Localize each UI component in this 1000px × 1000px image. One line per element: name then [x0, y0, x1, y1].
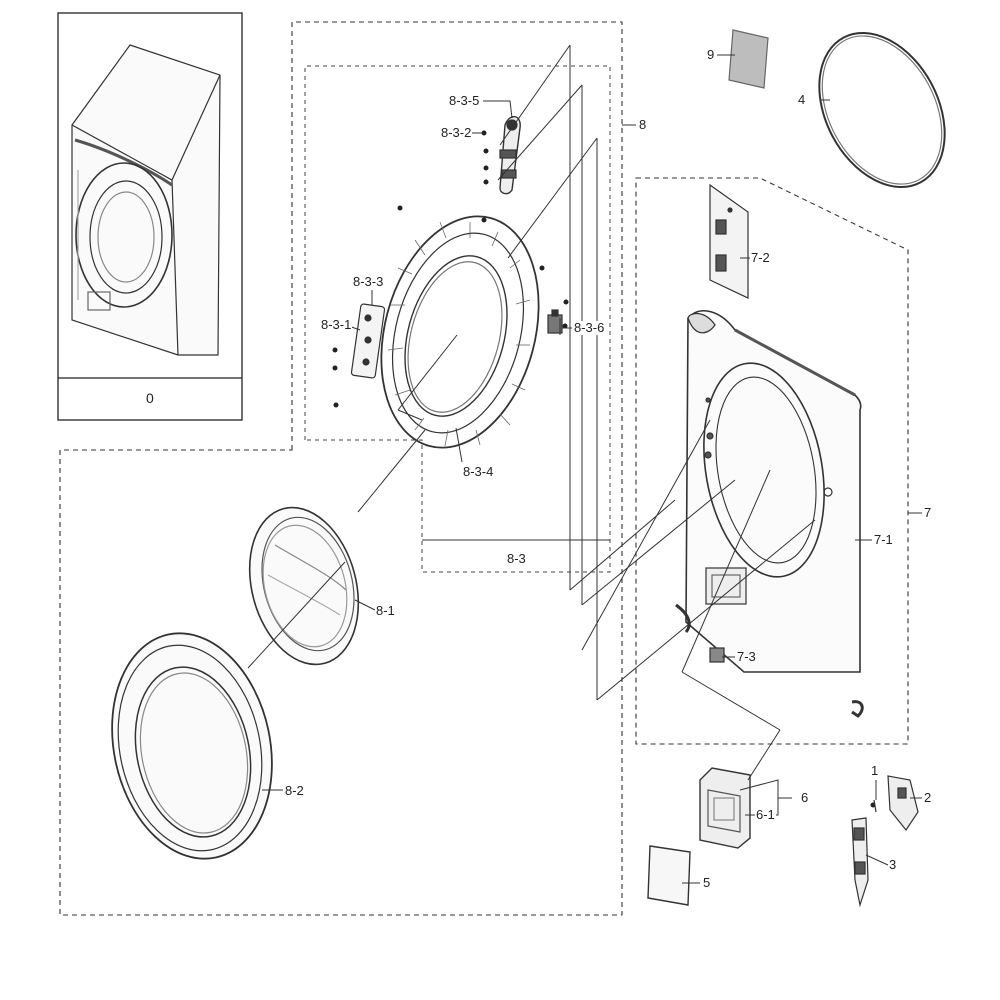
callout-leaders	[262, 54, 922, 884]
callout-6-1: 6-1	[755, 807, 776, 822]
hinge-illustration	[350, 303, 386, 379]
callout-8-3-3: 8-3-3	[352, 274, 385, 289]
front-panel-illustration	[675, 310, 864, 718]
door-outer-ring-illustration	[111, 632, 273, 860]
callout-8-3: 8-3	[506, 551, 527, 566]
inset-washer-illustration	[57, 12, 243, 421]
callout-7: 7	[923, 505, 933, 520]
gasket-ring-illustration	[818, 31, 946, 189]
door-glass-illustration	[248, 506, 360, 666]
callout-7-2: 7-2	[750, 250, 771, 265]
callout-8-3-6: 8-3-6	[573, 320, 606, 335]
group-7-outline	[635, 177, 909, 745]
callout-8-3-4: 8-3-4	[462, 464, 495, 479]
callout-8: 8	[638, 117, 648, 132]
callout-5: 5	[702, 875, 712, 890]
panel-bracket-illustration	[709, 183, 749, 299]
door-latch-illustration	[547, 309, 563, 334]
callout-4: 4	[797, 92, 807, 107]
callout-8-1: 8-1	[375, 603, 396, 618]
door-frame-ring-illustration	[380, 215, 540, 449]
label-sheet-illustration	[728, 29, 769, 89]
callout-1: 1	[870, 763, 880, 778]
callout-7-1: 7-1	[873, 532, 894, 547]
control-housing-illustration	[699, 767, 751, 849]
screws-illustration	[332, 130, 876, 808]
exploded-leader-lines	[247, 44, 816, 781]
door-handle-bracket-illustration	[499, 116, 521, 195]
group-8-3-outline	[304, 65, 611, 573]
panel-clip-illustration	[709, 647, 725, 663]
callout-8-2: 8-2	[284, 783, 305, 798]
callout-6: 6	[800, 790, 810, 805]
callout-9: 9	[706, 47, 716, 62]
callout-7-3: 7-3	[736, 649, 757, 664]
group-8-outline	[59, 21, 623, 916]
callout-8-3-1: 8-3-1	[320, 317, 353, 332]
callout-3: 3	[888, 857, 898, 872]
inset-label: 0	[146, 390, 154, 406]
switch-assembly-illustration	[851, 775, 919, 908]
access-cover-illustration	[647, 845, 691, 906]
callout-8-3-2: 8-3-2	[440, 125, 473, 140]
callout-8-3-5: 8-3-5	[448, 93, 481, 108]
callout-2: 2	[923, 790, 933, 805]
